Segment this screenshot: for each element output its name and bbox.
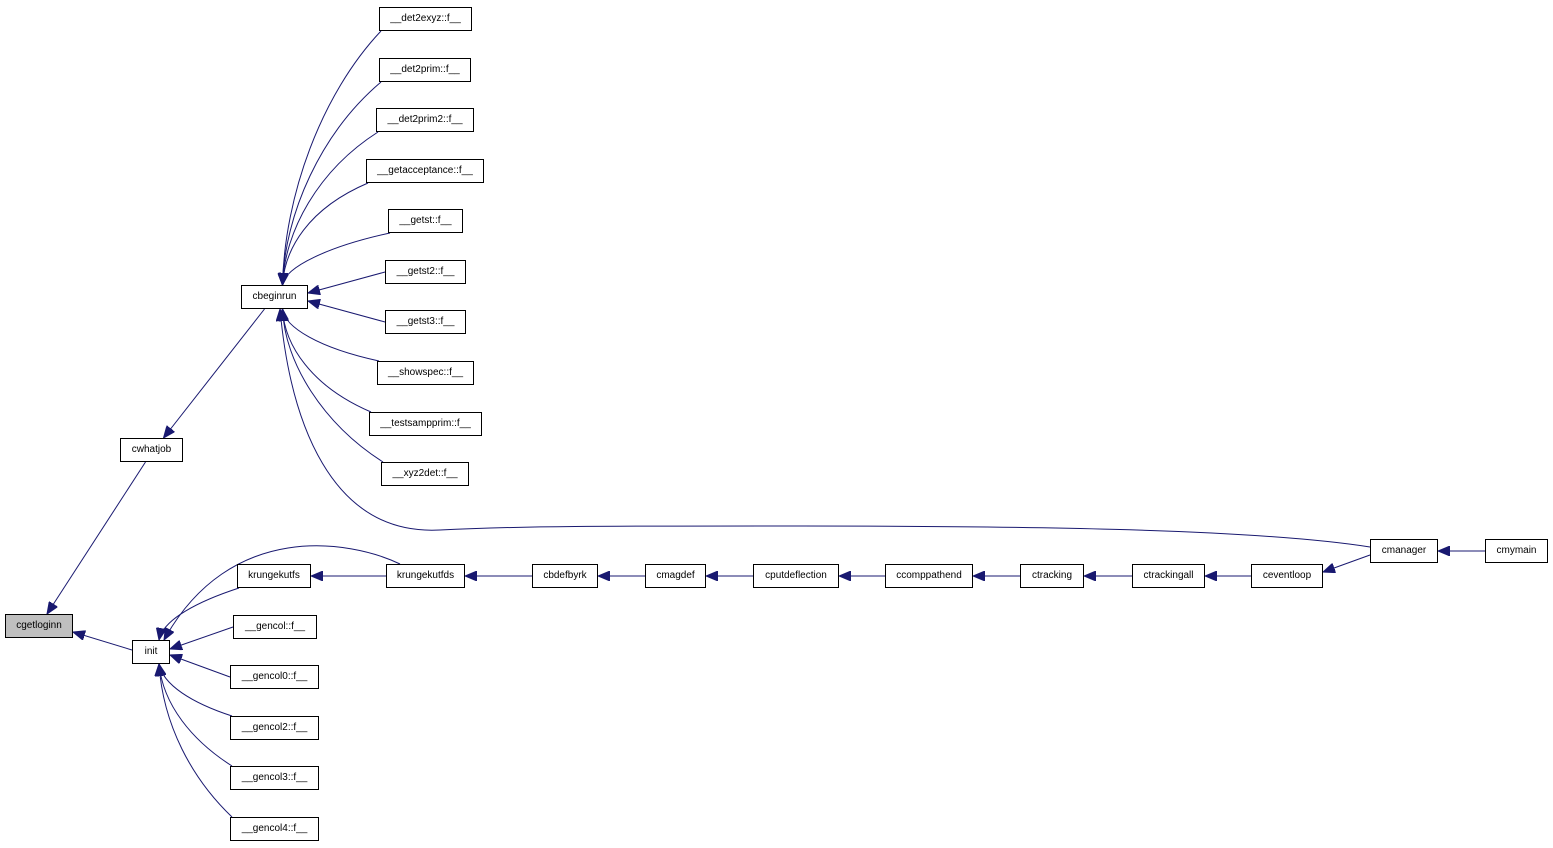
node-gencol2[interactable]: __gencol2::f__ [230,716,319,740]
edge-cbeginrun-to-cwhatjob [164,308,265,438]
node-det2prim[interactable]: __det2prim::f__ [379,58,471,82]
edge-gencol4-to-init [159,664,233,818]
node-ccomppathend[interactable]: ccomppathend [885,564,973,588]
node-getst[interactable]: __getst::f__ [388,209,463,233]
node-gencol0[interactable]: __gencol0::f__ [230,665,319,689]
node-cgetloginn[interactable]: cgetloginn [5,614,73,638]
edge-gencol0-to-init [170,655,231,678]
node-getacceptance[interactable]: __getacceptance::f__ [366,159,484,183]
edge-xyz2det-to-cbeginrun [283,309,384,463]
node-cbdefbyrk[interactable]: cbdefbyrk [532,564,598,588]
edge-cmanager-to-cbeginrun [280,309,1371,548]
node-showspec[interactable]: __showspec::f__ [377,361,474,385]
node-cmymain[interactable]: cmymain [1485,539,1548,563]
node-gencol3[interactable]: __gencol3::f__ [230,766,319,790]
edge-init-to-cgetloginn [73,632,133,651]
edge-getacceptance-to-cbeginrun [283,182,369,285]
node-init[interactable]: init [132,640,170,664]
node-cmanager[interactable]: cmanager [1370,539,1438,563]
edge-cmanager-to-ceventloop [1323,554,1371,572]
edge-cwhatjob-to-cgetloginn [47,461,146,614]
node-cwhatjob[interactable]: cwhatjob [120,438,183,462]
node-krungekutfds[interactable]: krungekutfds [386,564,465,588]
node-xyz2det[interactable]: __xyz2det::f__ [381,462,469,486]
edge-det2exyz-to-cbeginrun [283,30,382,285]
node-testsampprim[interactable]: __testsampprim::f__ [369,412,482,436]
edge-det2prim-to-cbeginrun [283,81,382,285]
node-getst3[interactable]: __getst3::f__ [385,310,466,334]
edge-getst3-to-cbeginrun [308,301,386,323]
node-ceventloop[interactable]: ceventloop [1251,564,1323,588]
node-ctrackingall[interactable]: ctrackingall [1132,564,1205,588]
node-det2prim2[interactable]: __det2prim2::f__ [376,108,474,132]
edge-krungekutfs-to-init [159,587,240,640]
node-ctracking[interactable]: ctracking [1020,564,1084,588]
edge-gencol3-to-init [159,664,233,767]
edge-gencol-to-init [170,626,234,649]
edge-getst2-to-cbeginrun [308,271,386,293]
node-getst2[interactable]: __getst2::f__ [385,260,466,284]
node-cmagdef[interactable]: cmagdef [645,564,706,588]
node-cbeginrun[interactable]: cbeginrun [241,285,308,309]
edge-det2prim2-to-cbeginrun [283,131,379,285]
node-cputdeflection[interactable]: cputdeflection [753,564,839,588]
node-krungekutfs[interactable]: krungekutfs [237,564,311,588]
edge-getst-to-cbeginrun [283,232,391,285]
node-gencol4[interactable]: __gencol4::f__ [230,817,319,841]
node-det2exyz[interactable]: __det2exyz::f__ [379,7,472,31]
edge-krungekutfds-to-init [164,545,401,640]
edge-gencol2-to-init [159,664,233,717]
node-gencol[interactable]: __gencol::f__ [233,615,317,639]
edge-testsampprim-to-cbeginrun [283,309,372,413]
